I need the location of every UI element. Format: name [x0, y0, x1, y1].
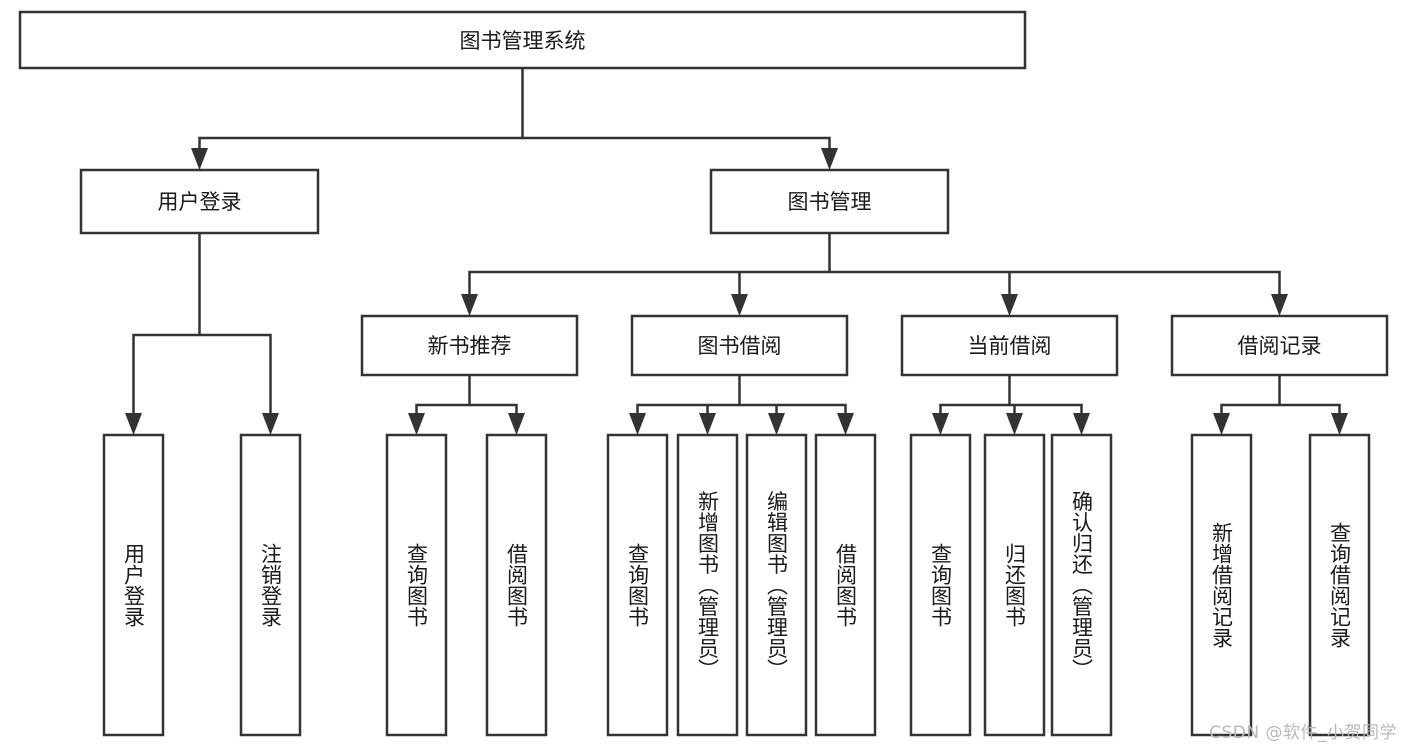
leaf-query-book-rec[interactable]: 查询图书	[385, 433, 448, 737]
arrowhead-icon	[508, 413, 525, 435]
node-borrow-record-label: 借阅记录	[1238, 334, 1322, 358]
leaf-query-book-bor[interactable]: 查询图书	[606, 433, 669, 737]
arrowhead-layer	[125, 148, 1348, 435]
arrowhead-icon	[1001, 294, 1018, 316]
arrowhead-icon	[1073, 413, 1090, 435]
node-root[interactable]: 图书管理系统	[18, 10, 1027, 70]
arrowhead-icon	[837, 413, 854, 435]
node-book-borrow-label: 图书借阅	[698, 334, 782, 358]
leaf-user-login-label: 用户登录	[122, 543, 146, 627]
node-layer-leaves: 用户登录 注销登录 查询图书 借阅图书 查询图书 新增图书（管理员） 编辑图书（管理员） 借阅…	[102, 433, 1371, 737]
arrowhead-icon	[408, 413, 425, 435]
leaf-borrow-book-bor-label: 借阅图书	[834, 543, 858, 627]
arrowhead-icon	[699, 413, 716, 435]
leaf-confirm-return[interactable]: 确认归还（管理员）	[1050, 433, 1113, 737]
node-book-borrow[interactable]: 图书借阅	[630, 314, 849, 377]
arrowhead-icon	[1331, 413, 1348, 435]
edge-currentborrow-trunk	[939, 373, 1083, 417]
leaf-confirm-return-label: 确认归还（管理员）	[1070, 491, 1094, 680]
node-new-book-rec[interactable]: 新书推荐	[360, 314, 579, 377]
leaf-add-borrow-rec-label: 新增借阅记录	[1210, 522, 1234, 648]
leaf-user-login[interactable]: 用户登录	[102, 433, 165, 737]
arrowhead-icon	[461, 294, 478, 316]
node-user-login[interactable]: 用户登录	[79, 168, 320, 235]
node-book-manage[interactable]: 图书管理	[709, 168, 950, 235]
node-current-borrow[interactable]: 当前借阅	[900, 314, 1119, 377]
node-user-login-label: 用户登录	[158, 190, 242, 214]
arrowhead-icon	[191, 148, 208, 170]
edge-userlogin-trunk	[132, 231, 272, 417]
leaf-return-book[interactable]: 归还图书	[983, 433, 1046, 737]
arrowhead-icon	[932, 413, 949, 435]
leaf-borrow-book-rec[interactable]: 借阅图书	[485, 433, 548, 737]
leaf-add-book[interactable]: 新增图书（管理员）	[676, 433, 739, 737]
node-current-borrow-label: 当前借阅	[968, 334, 1052, 358]
leaf-query-book-rec-label: 查询图书	[405, 543, 429, 627]
arrowhead-icon	[731, 294, 748, 316]
leaf-add-book-label: 新增图书（管理员）	[696, 491, 720, 680]
edge-bookborrow-trunk	[636, 373, 847, 417]
leaf-edit-book[interactable]: 编辑图书（管理员）	[745, 433, 808, 737]
edge-bookmanage-trunk	[468, 231, 1281, 298]
arrowhead-icon	[1271, 294, 1288, 316]
leaf-query-borrow-rec-label: 查询借阅记录	[1328, 522, 1352, 648]
leaf-borrow-book-bor[interactable]: 借阅图书	[814, 433, 877, 737]
leaf-add-borrow-rec[interactable]: 新增借阅记录	[1190, 433, 1253, 737]
node-new-book-rec-label: 新书推荐	[428, 334, 512, 358]
leaf-borrow-book-rec-label: 借阅图书	[505, 543, 529, 627]
leaf-query-borrow-rec[interactable]: 查询借阅记录	[1308, 433, 1371, 737]
edge-newbookrec-trunk	[415, 373, 518, 417]
arrowhead-icon	[262, 413, 279, 435]
edge-layer	[132, 66, 1341, 417]
leaf-query-book-cur[interactable]: 查询图书	[909, 433, 972, 737]
leaf-logout[interactable]: 注销登录	[239, 433, 302, 737]
arrowhead-icon	[629, 413, 646, 435]
edge-root-trunk	[198, 66, 831, 152]
arrowhead-icon	[821, 148, 838, 170]
leaf-query-book-cur-label: 查询图书	[929, 543, 953, 627]
node-borrow-record[interactable]: 借阅记录	[1170, 314, 1389, 377]
leaf-query-book-bor-label: 查询图书	[626, 543, 650, 627]
node-layer-horizontal: 图书管理系统 用户登录 图书管理 新书推荐 图书借阅 当前借阅	[18, 10, 1389, 377]
leaf-return-book-label: 归还图书	[1003, 543, 1027, 627]
node-root-label: 图书管理系统	[460, 29, 586, 53]
edge-borrowrecord-trunk	[1220, 373, 1341, 417]
node-book-manage-label: 图书管理	[788, 190, 872, 214]
arrowhead-icon	[1213, 413, 1230, 435]
leaf-logout-label: 注销登录	[259, 543, 283, 627]
leaf-edit-book-label: 编辑图书（管理员）	[765, 491, 789, 680]
arrowhead-icon	[768, 413, 785, 435]
arrowhead-icon	[125, 413, 142, 435]
arrowhead-icon	[1006, 413, 1023, 435]
